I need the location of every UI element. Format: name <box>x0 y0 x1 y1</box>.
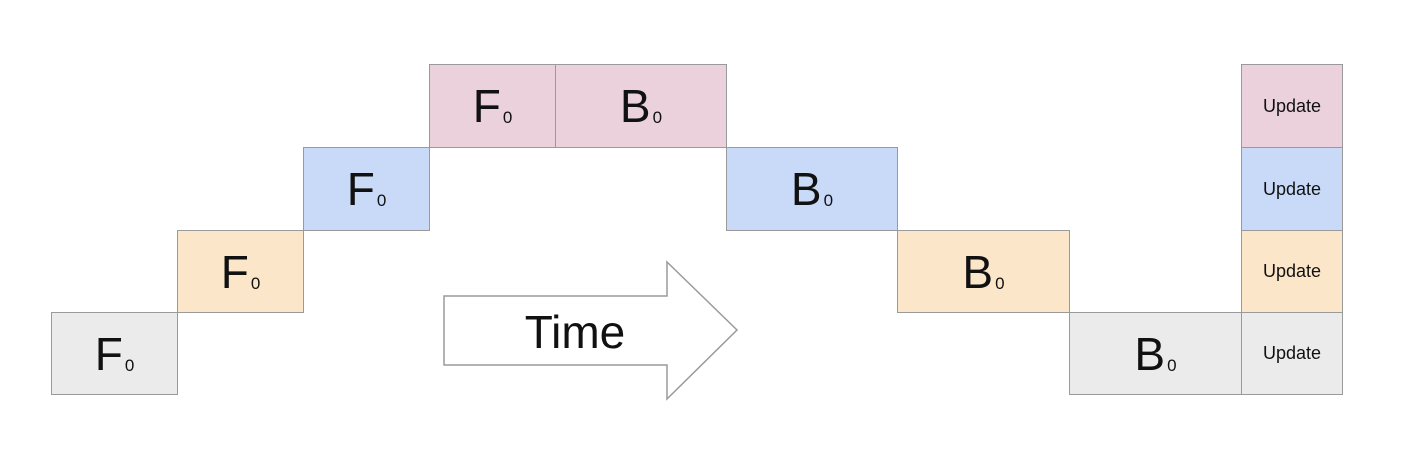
forward-label: F <box>472 80 501 132</box>
microbatch-index: 0 <box>502 108 513 127</box>
microbatch-index: 0 <box>823 191 834 210</box>
update-block-stage-3: Update <box>1241 64 1343 148</box>
update-block-stage-0: Update <box>1241 312 1343 395</box>
backward-label: B <box>790 163 822 215</box>
update-block-stage-1: Update <box>1241 230 1343 313</box>
microbatch-index: 0 <box>124 355 135 375</box>
update-label: Update <box>1262 261 1322 281</box>
microbatch-index: 0 <box>652 108 663 127</box>
forward-label: F <box>346 163 375 215</box>
backward-label: B <box>619 80 651 132</box>
update-label: Update <box>1262 343 1322 363</box>
microbatch-index: 0 <box>1167 355 1177 375</box>
forward-label: F <box>94 327 123 380</box>
update-label: Update <box>1262 178 1322 199</box>
update-label: Update <box>1262 95 1322 116</box>
forward-label: F <box>220 245 249 298</box>
microbatch-index: 0 <box>995 273 1005 293</box>
backward-label: B <box>1134 327 1166 380</box>
backward-label: B <box>962 245 994 298</box>
microbatch-index: 0 <box>376 191 387 210</box>
microbatch-index: 0 <box>250 273 261 293</box>
time-label: Time <box>524 306 626 358</box>
update-block-stage-2: Update <box>1241 147 1343 231</box>
